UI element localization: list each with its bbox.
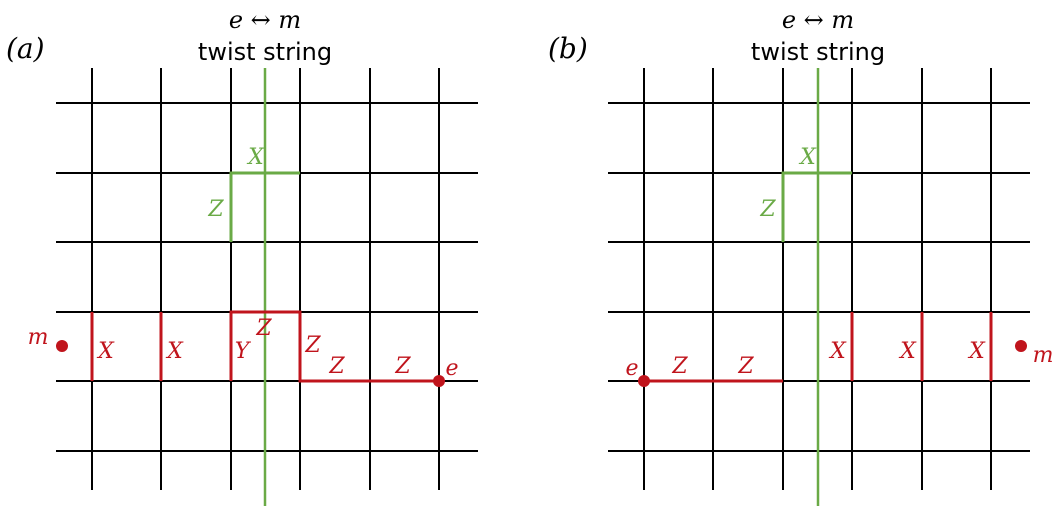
panel-a-green-z: Z [207, 197, 224, 222]
panel-b-title-map: e ↔ m [782, 6, 854, 34]
panel-b: (b) e ↔ m twist string X Z [548, 6, 1053, 506]
panel-a: (a) e ↔ m twist string X Z [6, 6, 478, 506]
panel-a-op-z-right: Z [304, 333, 321, 358]
panel-a-op-y: Y [235, 339, 252, 364]
panel-a-op-z-bottom-1: Z [328, 354, 345, 379]
panel-b-red-path [644, 312, 993, 383]
panel-a-m-label: m [28, 325, 49, 350]
panel-b-label: (b) [548, 32, 588, 65]
panel-b-m-label: m [1033, 343, 1054, 368]
panel-a-title-text: twist string [198, 38, 332, 66]
panel-b-op-x3: X [967, 339, 986, 364]
panel-b-op-z2: Z [737, 354, 754, 379]
panel-a-e-label: e [445, 356, 458, 381]
panel-a-green-x: X [246, 145, 265, 170]
panel-a-title-map: e ↔ m [229, 6, 301, 34]
panel-a-twist-operators [229, 171, 300, 242]
panel-a-red-path [90, 310, 439, 383]
panel-a-op-z-bottom-2: Z [394, 354, 411, 379]
panel-b-e-label: e [625, 356, 638, 381]
panel-b-title-text: twist string [751, 38, 885, 66]
panel-b-m-dot [1015, 340, 1027, 352]
panel-b-op-x1: X [828, 339, 847, 364]
panel-a-e-dot [433, 375, 445, 387]
panel-a-op-z-top: Z [255, 316, 272, 341]
panel-b-op-x2: X [898, 339, 917, 364]
panel-b-op-z1: Z [671, 354, 688, 379]
panel-a-label: (a) [6, 32, 45, 65]
panel-b-green-z: Z [759, 197, 776, 222]
panel-a-op-x1: X [96, 339, 115, 364]
panel-a-op-x2: X [165, 339, 184, 364]
panel-a-grid [56, 68, 478, 490]
panel-a-m-dot [56, 340, 68, 352]
panel-b-twist-operators [781, 171, 852, 242]
panel-b-e-dot [638, 375, 650, 387]
panel-b-green-x: X [798, 145, 817, 170]
